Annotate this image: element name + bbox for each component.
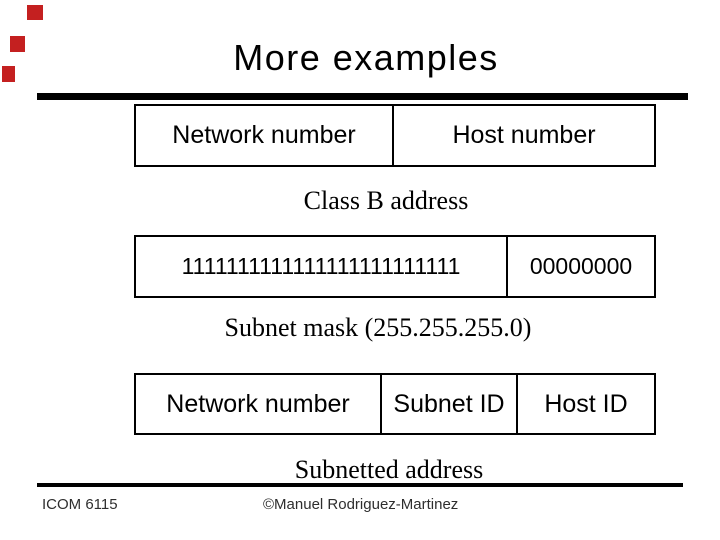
red-edge-mark-2	[10, 36, 25, 52]
cell-mask-zeros: 00000000	[506, 237, 654, 296]
footer-credit-label: ©Manuel Rodriguez-Martinez	[263, 496, 459, 513]
cell-mask-ones: 1111111111111111111111111	[181, 253, 461, 279]
footer-course-label: ICOM 6115	[42, 496, 118, 513]
caption-class-b-address: Class B address	[303, 186, 469, 215]
cell-host-number: Host number	[392, 106, 654, 165]
address-box-class-b: Network number Host number	[134, 104, 656, 167]
cell-host-id: Host ID	[516, 375, 654, 433]
cell-network-number: Network number	[172, 121, 356, 149]
cell-network-number-2: Network number	[166, 389, 350, 418]
subnetted-address-box: Network number Subnet ID Host ID	[134, 373, 656, 435]
subnet-mask-box: 1111111111111111111111111 00000000	[134, 235, 656, 298]
red-edge-mark-3	[2, 66, 15, 82]
caption-subnet-mask: Subnet mask (255.255.255.0)	[224, 313, 532, 342]
red-edge-mark-1	[27, 5, 43, 20]
title-underline-rule	[37, 93, 688, 100]
footer-rule	[37, 483, 683, 487]
slide-title: More examples	[233, 37, 499, 78]
caption-subnetted-address: Subnetted address	[294, 455, 484, 484]
cell-subnet-id: Subnet ID	[380, 375, 516, 433]
